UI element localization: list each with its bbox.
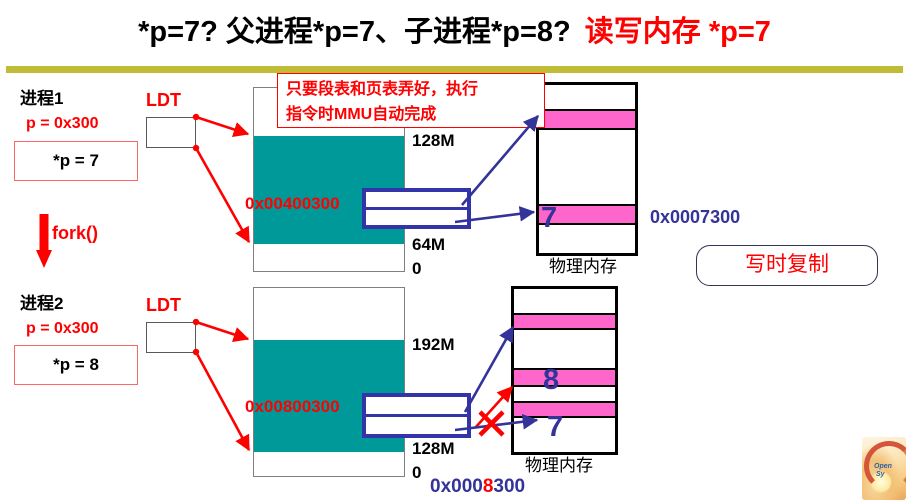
title-red-part: 读写内存 *p=7 [584, 16, 771, 48]
process1-deref-box: *p = 7 [14, 141, 138, 181]
pm2-row-page-7 [514, 403, 615, 418]
process2-ldt-label: LDT [146, 295, 181, 315]
process1-page-table-box [362, 188, 471, 229]
pm2-row-free-c [514, 387, 615, 403]
process1-phys-address: 0x0007300 [650, 207, 741, 227]
process1-phys-value: 7 [541, 202, 558, 234]
process1-ldt-top-arrow [192, 113, 250, 137]
callout-line-1: 只要段表和页表弄好，执行 [286, 81, 479, 98]
title-black-part: *p=7? 父进程*p=7、子进程*p=8? [138, 16, 571, 48]
process2-axis-mid: 128M [412, 439, 455, 458]
process1-physical-memory-box [536, 82, 638, 256]
process2-page-table-separator [366, 414, 467, 417]
process1-name: 进程1 [20, 89, 64, 108]
process1-ldt-box [146, 117, 196, 148]
process1-axis-mid: 64M [412, 235, 446, 254]
pm1-row-used-top [539, 111, 635, 130]
pm1-row-free-a [539, 85, 635, 111]
process2-pagetable-to-phys-top [463, 325, 515, 413]
process2-phys-label: 物理内存 [525, 456, 593, 475]
process2-physical-memory-box [511, 286, 618, 455]
process2-phys-value-new: 8 [543, 364, 560, 396]
process1-ldt-bottom-arrow [192, 144, 251, 244]
process2-ldt-box [146, 322, 196, 353]
process1-ldt-label: LDT [146, 90, 181, 110]
process2-ldt-top-arrow [192, 318, 250, 342]
phys-addr-prefix: 0x000 [430, 476, 483, 497]
process2-virtual-address: 0x00800300 [245, 397, 340, 416]
process1-page-table-separator [366, 207, 467, 210]
process2-phys-address: 0x0008300 [430, 476, 526, 498]
pm1-row-free-b [539, 130, 635, 206]
logo-text-line2: Sy [876, 471, 885, 478]
process2-axis-zero: 0 [412, 463, 422, 482]
page-title: *p=7? 父进程*p=7、子进程*p=8? 读写内存 *p=7 [0, 12, 909, 52]
pm2-row-free-d [514, 418, 615, 443]
process2-phys-value-old: 7 [547, 411, 564, 443]
process1-axis-zero: 0 [412, 259, 422, 278]
logo-arc-icon [864, 441, 906, 491]
process2-deref-label: *p = 8 [53, 354, 99, 374]
fork-label: fork() [52, 223, 98, 243]
copy-on-write-box: 写时复制 [696, 245, 878, 286]
process2-page-table-box [362, 393, 471, 438]
process2-name: 进程2 [20, 294, 64, 313]
process2-axis-top: 192M [412, 335, 455, 354]
process1-pagetable-to-phys-top [461, 115, 539, 206]
mmu-callout-box: 只要段表和页表弄好，执行 指令时MMU自动完成 [277, 73, 545, 128]
pm1-row-page-7 [539, 206, 635, 225]
process2-copy-arrow-to-page8 [474, 386, 513, 429]
process1-deref-label: *p = 7 [53, 150, 99, 170]
invalid-mapping-cross-icon [478, 410, 505, 437]
phys-addr-suffix: 300 [493, 476, 526, 497]
fork-arrow [36, 214, 52, 268]
process2-deref-box: *p = 8 [14, 345, 138, 385]
pm2-row-used-top [514, 315, 615, 330]
callout-line-2: 指令时MMU自动完成 [286, 106, 437, 123]
process2-ldt-bottom-arrow [192, 348, 251, 452]
title-divider [6, 66, 903, 73]
process2-pointer: p = 0x300 [26, 320, 99, 337]
course-logo: Open Sy [862, 437, 906, 500]
phys-addr-highlight: 8 [482, 476, 494, 497]
process1-pointer: p = 0x300 [26, 115, 99, 132]
process1-virtual-address: 0x00400300 [245, 194, 340, 213]
pm2-row-free-b [514, 330, 615, 370]
pm2-row-page-8 [514, 370, 615, 387]
logo-text-line1: Open [874, 463, 892, 470]
process1-phys-label: 物理内存 [549, 257, 617, 276]
process1-axis-top: 128M [412, 131, 455, 150]
pm2-row-free-a [514, 289, 615, 315]
copy-on-write-label: 写时复制 [745, 253, 829, 277]
